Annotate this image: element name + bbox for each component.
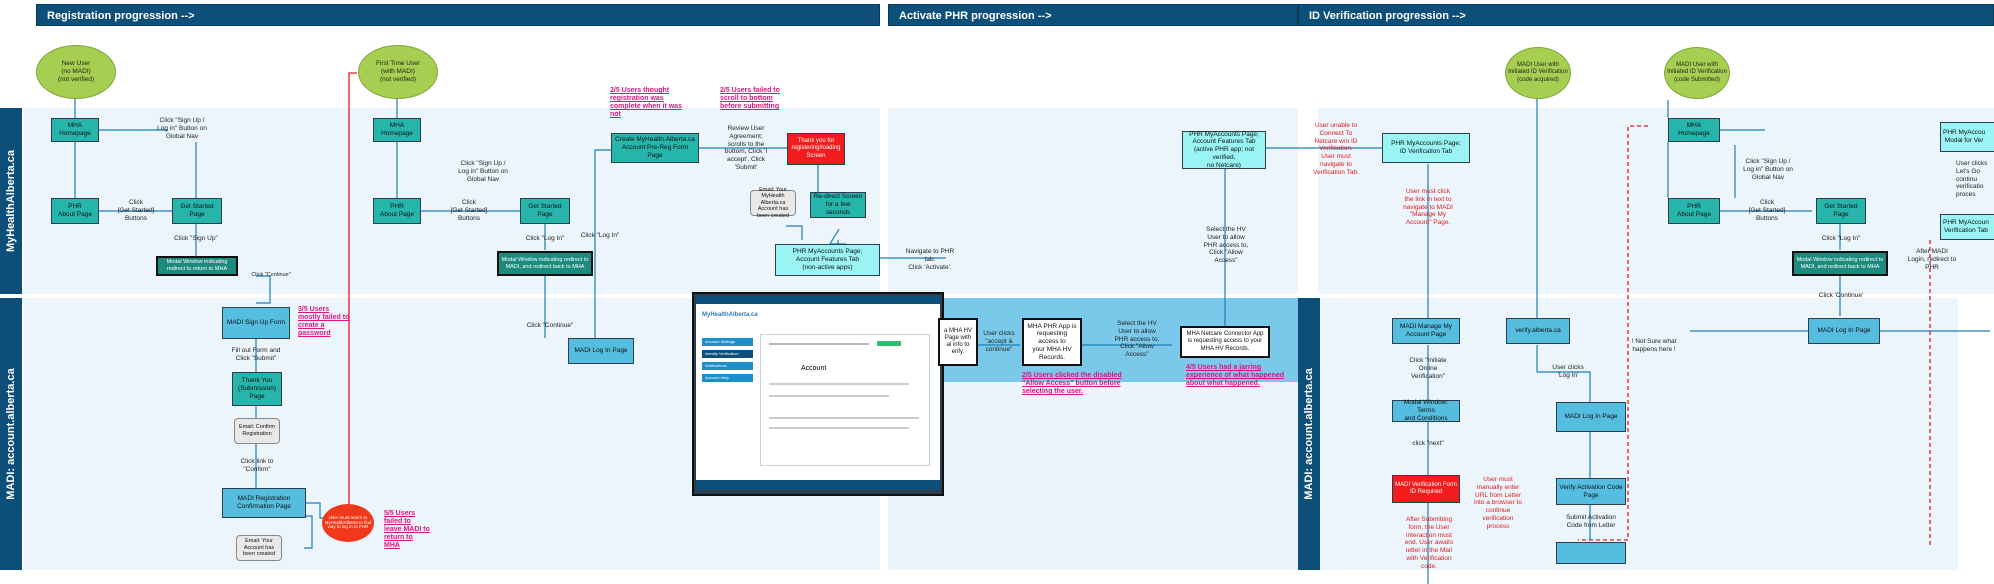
note-disabled-button: 2/5 Users clicked the disabled "Allow Ac… bbox=[1022, 372, 1122, 396]
get-started-box-3: Get Started Page bbox=[1816, 198, 1866, 224]
phr-about-box-2: PHR About Page bbox=[373, 198, 421, 224]
mock-footer bbox=[696, 480, 940, 490]
user-clicks-lets-go-label: User clicks Let's Go continu verificatio… bbox=[1956, 160, 1988, 199]
mock-heading: Account bbox=[801, 365, 827, 372]
click-get-started-label-3: Click [Get Started] Buttons bbox=[1748, 199, 1786, 222]
note-after-submitting: After Submitting form, the User interact… bbox=[1404, 516, 1454, 570]
note-password: 3/5 Users mostly failed to create a pass… bbox=[298, 306, 350, 338]
note-registration-confused: 2/5 Users thought registration was compl… bbox=[610, 87, 682, 119]
click-signup-label-3: Click "Sign Up / Log in" Button on Globa… bbox=[1743, 158, 1793, 181]
click-login-label-2: Click "Log In" bbox=[580, 232, 620, 239]
mock-menu-4: Account Help bbox=[702, 374, 753, 382]
verify-code-box: Verify Activation Code Page bbox=[1556, 478, 1626, 505]
return-oval: User must return to MyHealthAlberta to f… bbox=[322, 504, 374, 542]
click-continue-label-2: Click "Continue" bbox=[526, 322, 574, 329]
email-created-box: Email: Your Account has been created bbox=[236, 535, 282, 561]
click-continue-label-3: Click 'Continue' bbox=[1818, 292, 1864, 299]
mock-menu-2: Identity Verification bbox=[702, 350, 753, 358]
phr-myaccounts-box-2: PHR MyAccounts Page; Account Features Ta… bbox=[1182, 131, 1266, 169]
review-agreement-label: Review User Agreement; scrolls to the bo… bbox=[724, 125, 768, 171]
click-signup-btn-label: Click "Sign Up" bbox=[174, 235, 218, 242]
create-account-box: Create MyHealth.Alberta.ca Account Pre-R… bbox=[611, 133, 699, 163]
select-hv-label-2: Select the HV User to allow PHR access t… bbox=[1203, 226, 1249, 265]
lane-label-mha: MyHealthAlberta.ca bbox=[0, 108, 22, 294]
user-clicks-login-label: User clicks 'Log In' bbox=[1552, 364, 1584, 379]
click-signup-label: Click "Sign Up / Log in" Button on Globa… bbox=[157, 117, 207, 140]
select-hv-label: Select the HV User to allow PHR access t… bbox=[1114, 320, 1160, 359]
click-next-label: click "next" bbox=[1412, 440, 1444, 447]
madi-user-code-acquired: MADI User with Initiated ID Verification… bbox=[1505, 47, 1571, 99]
modal-redirect-box-2: Modal Window indicating redirect to MADI… bbox=[497, 251, 593, 276]
madi-login-box-2: MADI Log In Page bbox=[1556, 402, 1626, 432]
madi-manage-account-box: MADI Manage My Account Page bbox=[1392, 318, 1460, 344]
madi-signup-box: MADI Sign Up Form bbox=[222, 307, 290, 339]
mock-topbar bbox=[696, 296, 940, 304]
not-sure-label: ! Not Sure what happens here ! bbox=[1631, 338, 1677, 353]
click-get-started-label-2: Click [Get Started] Buttons bbox=[450, 199, 488, 222]
fill-form-label: Fill out Form and Click "Submit" bbox=[231, 347, 281, 362]
email-confirm-box: Email: Confirm Registration bbox=[234, 418, 280, 444]
mock-page: MyHealthAlberta.ca Account Settings Iden… bbox=[696, 304, 940, 480]
lane-label-madi: MADI: account.alberta.ca bbox=[0, 298, 22, 570]
first-time-user-node: First Time User (with MADI) (not verifie… bbox=[358, 45, 438, 99]
madi-user-code-submitted: MADI User with Initiated ID Verification… bbox=[1664, 47, 1730, 99]
note-unable-connect: User unable to Connect To Netcare w/o ID… bbox=[1313, 122, 1359, 176]
after-login-label: After MADI Login, redirect to PHR bbox=[1907, 248, 1957, 271]
note-fail-return: 5/5 Users failed to leave MADI to return… bbox=[384, 510, 430, 550]
thank-you-box: Thank You (Submission) Page bbox=[232, 372, 282, 406]
phr-myaccounts-box: PHR MyAccounts Page; Account Features Ta… bbox=[775, 244, 880, 276]
click-signup-label-2: Click "Sign Up / Log in" Button on Globa… bbox=[458, 160, 508, 183]
mha-phr-app-box: MHA PHR App is requesting access to your… bbox=[1022, 318, 1082, 366]
madi-login-box: MADI Log In Page bbox=[568, 338, 634, 364]
verification-form-box: MADI Verification Form ID Required bbox=[1392, 475, 1460, 503]
madi-login-box-3: MADI Log In Page bbox=[1808, 318, 1880, 344]
click-accept-label: User clicks "accept & continue" bbox=[983, 330, 1015, 353]
email-phr-created-box: Email: Your MyHealth Alberta.ca Account … bbox=[750, 187, 796, 219]
post-code-box bbox=[1556, 542, 1626, 564]
note-manual-url: User must manually enter URL from Letter… bbox=[1473, 476, 1523, 530]
mock-menu-3: Notifications bbox=[702, 362, 753, 370]
phr-verification-tab-box: PHR MyAccounts Page; ID Verification Tab bbox=[1382, 133, 1470, 163]
click-link-label: Click link to "Confirm" bbox=[240, 458, 274, 473]
modal-terms-box: Modal Window: Terms and Conditions bbox=[1392, 399, 1460, 422]
click-login-label: Click "Log In" bbox=[525, 235, 565, 242]
click-continue-label: Click "Continue" bbox=[251, 272, 291, 278]
note-scroll: 2/5 Users failed to scroll to bottom bef… bbox=[720, 87, 780, 111]
phase-id-verification: ID Verification progression --> bbox=[1298, 4, 1994, 26]
lane-label-madi-2: MADI: account.alberta.ca bbox=[1298, 298, 1320, 570]
note-must-click-link: User must click the link in text to navi… bbox=[1403, 188, 1453, 227]
new-user-node: New User (no MADI) (not verified) bbox=[36, 45, 116, 99]
phr-about-box-3: PHR About Page bbox=[1668, 198, 1720, 224]
mock-menu-1: Account Settings bbox=[702, 338, 753, 346]
mha-hv-page-box: a MHA HV Page with al info to erify. bbox=[938, 318, 978, 366]
click-login-label-3: Click "Log In" bbox=[1821, 235, 1861, 242]
netcare-app-box: MHA Netcare Connector App is requesting … bbox=[1180, 326, 1270, 358]
phr-verification-tab-box-2: PHR MyAccoun Verification Tab bbox=[1940, 214, 1994, 240]
mha-homepage-box-3: MHA Homepage bbox=[1668, 118, 1720, 142]
redirect-screen-box: Re-direct Screen for a few seconds bbox=[810, 192, 866, 218]
thank-you-loading-box: Thank you for registering/loading Screen bbox=[787, 133, 845, 165]
get-started-box: Get Started Page bbox=[172, 198, 222, 224]
submit-code-label: Submit Activation Code from Letter bbox=[1566, 514, 1616, 529]
click-get-started-label: Click [Get Started] Buttons bbox=[117, 199, 155, 222]
note-jarring-experience: 4/5 Users had a jarring experience of wh… bbox=[1186, 364, 1285, 388]
navigate-phr-label: Navigate to PHR tab. Click 'Activate'. bbox=[905, 248, 955, 271]
get-started-box-2: Get Started Page bbox=[520, 198, 570, 224]
verify-alberta-box: verify.alberta.ca bbox=[1506, 318, 1570, 344]
modal-redirect-box: Modal Window indicating redirect to retu… bbox=[156, 256, 238, 276]
phr-about-box: PHR About Page bbox=[51, 198, 99, 224]
madi-reg-confirm-box: MADI Registration Confirmation Page bbox=[222, 488, 306, 518]
mock-brand: MyHealthAlberta.ca bbox=[702, 312, 758, 318]
modal-redirect-box-3: Modal Window indicating redirect to MADI… bbox=[1792, 251, 1888, 276]
phase-activate: Activate PHR progression --> bbox=[888, 4, 1298, 26]
phr-modal-verification-box: PHR MyAccou Modal for Ver bbox=[1940, 122, 1994, 152]
screenshot-mockup: MyHealthAlberta.ca Account Settings Iden… bbox=[692, 292, 944, 496]
mock-content-panel: Account bbox=[760, 334, 930, 466]
mha-homepage-box-2: MHA Homepage bbox=[373, 118, 421, 142]
mha-homepage-box: MHA Homepage bbox=[51, 118, 99, 142]
click-initiate-label: Click "Initiate Online Verification" bbox=[1409, 357, 1447, 380]
phase-registration: Registration progression --> bbox=[36, 4, 880, 26]
